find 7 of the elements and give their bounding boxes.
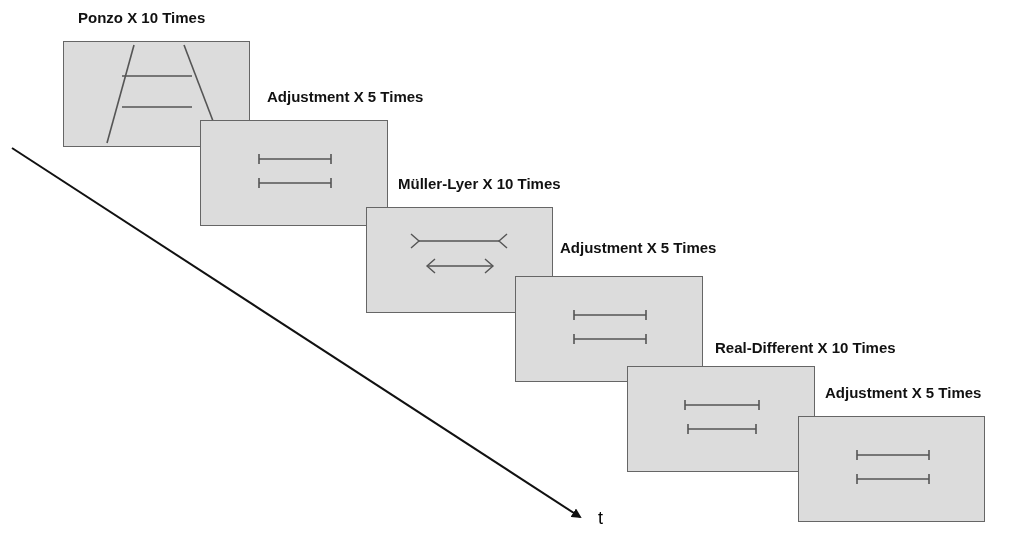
screen-title: Adjustment X 5 Times (267, 88, 424, 105)
screen-title: Adjustment X 5 Times (825, 384, 982, 401)
screen-title: Ponzo X 10 Times (78, 9, 206, 26)
screen-title: Real-Different X 10 Times (715, 339, 896, 356)
time-axis-label: t (598, 508, 603, 529)
screen-title: Adjustment X 5 Times (560, 239, 717, 256)
screen-title: Müller-Lyer X 10 Times (398, 175, 561, 192)
